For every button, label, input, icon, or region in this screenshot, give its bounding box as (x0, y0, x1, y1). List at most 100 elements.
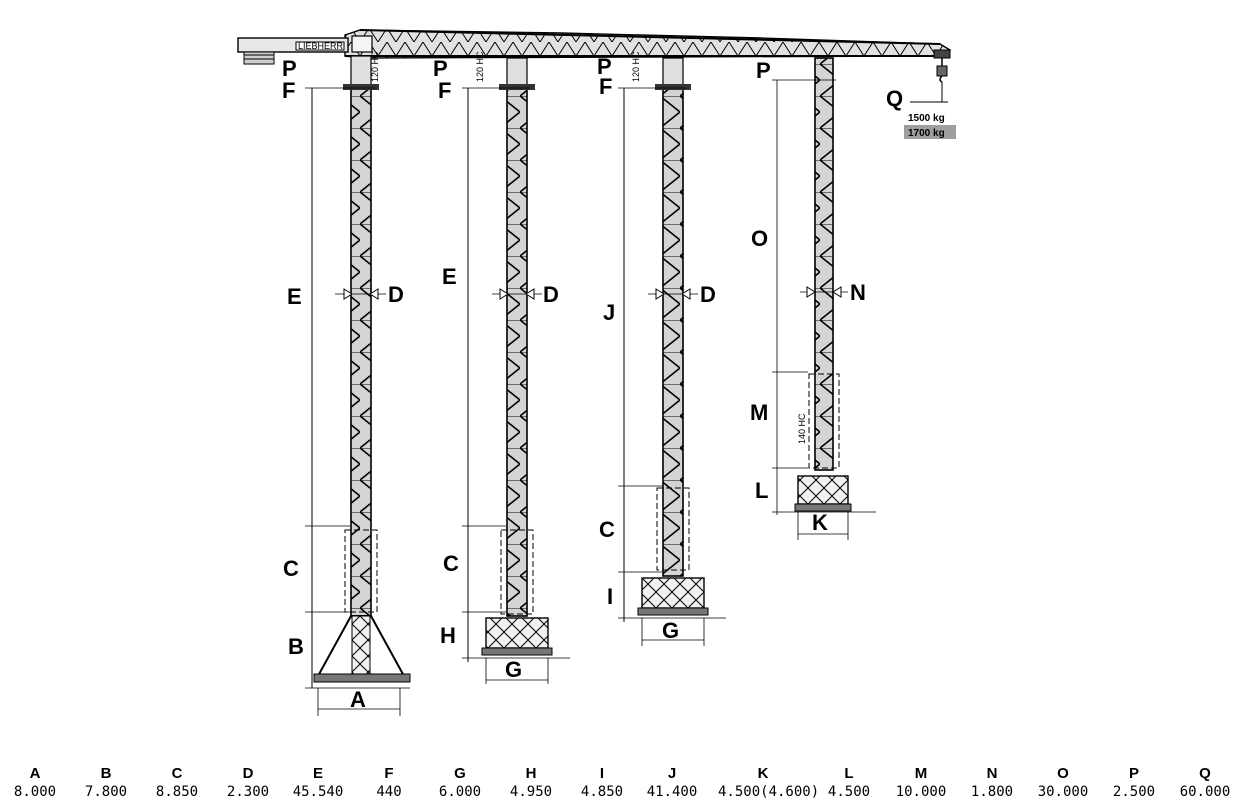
crane-4-mast-mark: 140 HC (797, 413, 807, 444)
legend-key: Q (1199, 765, 1211, 782)
legend-value: 2.500 (1112, 784, 1156, 800)
label-e-1: E (287, 284, 302, 309)
trolley-hook (933, 49, 951, 83)
legend-key: G (454, 765, 466, 782)
legend-item-f: F 440 (344, 765, 434, 801)
legend-value: 4.950 (509, 784, 553, 800)
label-p-3: P (597, 54, 612, 79)
legend-key: K (757, 765, 769, 782)
maker-mark: LIEBHERR (298, 41, 344, 51)
label-q: Q (886, 86, 903, 111)
legend-value: 30.000 (1037, 784, 1089, 800)
load-1700: 1700 kg (908, 128, 945, 139)
crane-4: 140 HC P O N M L K (750, 57, 876, 540)
label-p-4: P (756, 58, 771, 83)
legend-key: F (384, 765, 394, 782)
counter-jib: LIEBHERR (237, 35, 373, 65)
legend-item-n: N 1.800 (947, 765, 1037, 801)
legend-value: 1.800 (970, 784, 1014, 800)
load-highlight (904, 125, 956, 139)
label-g-2: G (505, 657, 522, 682)
legend-value: 7.800 (84, 784, 128, 800)
legend-item-i: I 4.850 (557, 765, 647, 801)
legend-value: 60.000 (1179, 784, 1231, 800)
legend-value: 4.850 (580, 784, 624, 800)
legend-value: 440 (376, 784, 402, 800)
label-n-4: N (850, 280, 866, 305)
crane-3-mast-mark: 120 HC (631, 51, 641, 82)
hook-load: Q 1500 kg 1700 kg (886, 82, 956, 139)
crane-2-ballast (485, 617, 549, 649)
label-p-2: P (433, 56, 448, 81)
label-d-2: D (543, 282, 559, 307)
label-g-3: G (662, 618, 679, 643)
legend-item-h: H 4.950 (486, 765, 576, 801)
legend-item-g: G 6.000 (415, 765, 505, 801)
legend-value: 4.500 (827, 784, 871, 800)
legend-key: L (844, 765, 854, 782)
label-c-3: C (599, 517, 615, 542)
legend-item-o: O 30.000 (1018, 765, 1108, 801)
crane-1-mast-mark: 120 HC (370, 51, 380, 82)
label-k-4: K (812, 510, 828, 535)
legend-key: P (1128, 765, 1139, 782)
legend-item-d: D 2.300 (203, 765, 293, 801)
crane-3: 120 HC P F J D C I G (597, 51, 726, 646)
legend-key: E (312, 765, 323, 782)
label-f-3: F (599, 74, 612, 99)
label-d-3: D (700, 282, 716, 307)
legend-item-c: C 8.850 (132, 765, 222, 801)
crane-2-mast-mark: 120 HC (475, 51, 485, 82)
legend-key: M (914, 765, 928, 782)
legend-key: H (525, 765, 537, 782)
legend-key: B (100, 765, 112, 782)
legend-item-k: K 4.500(4.600) (718, 765, 820, 801)
legend-key: I (599, 765, 605, 782)
legend-value: 8.850 (155, 784, 199, 800)
label-f-2: F (438, 78, 451, 103)
label-i-3: I (607, 584, 613, 609)
jib (344, 29, 952, 59)
legend-value: 6.000 (438, 784, 482, 800)
label-f-1: F (282, 78, 295, 103)
legend-item-j: J 41.400 (627, 765, 717, 801)
crane-1: 120 HC P F E D C B A (282, 51, 411, 716)
label-m-4: M (750, 400, 768, 425)
label-o-4: O (751, 226, 768, 251)
crane-1-mast (350, 85, 372, 617)
label-c-1: C (283, 556, 299, 581)
legend-value: 10.000 (895, 784, 947, 800)
label-c-2: C (443, 551, 459, 576)
legend-key: D (242, 765, 254, 782)
legend-key: A (29, 765, 41, 782)
legend-key: N (986, 765, 998, 782)
legend-item-p: P 2.500 (1089, 765, 1179, 801)
label-j-3: J (603, 300, 615, 325)
legend-key: J (667, 765, 677, 782)
label-h-2: H (440, 623, 456, 648)
crane-2: 120 HC P F E D C H G (433, 51, 570, 684)
label-p-1: P (282, 56, 297, 81)
legend-key: C (171, 765, 183, 782)
label-a-1: A (350, 687, 366, 712)
crane-2-mast (506, 85, 528, 617)
legend-value: 41.400 (646, 784, 698, 800)
legend-item-m: M 10.000 (876, 765, 966, 801)
crane-3-mast (662, 85, 684, 577)
label-e-2: E (442, 264, 457, 289)
label-d-1: D (388, 282, 404, 307)
label-b-1: B (288, 634, 304, 659)
label-l-4: L (755, 478, 768, 503)
legend-value: 4.500(4.600) (718, 784, 820, 800)
load-1500: 1500 kg (908, 113, 945, 124)
legend-item-q: Q 60.000 (1160, 765, 1241, 801)
crane-diagram: LIEBHERR 120 HC P F E D C B (237, 29, 956, 716)
legend-key: O (1057, 765, 1069, 782)
legend-item-l: L 4.500 (804, 765, 894, 801)
crane-4-mast (814, 57, 834, 471)
legend-value: 2.300 (226, 784, 270, 800)
crane-4-ballast (797, 475, 849, 505)
